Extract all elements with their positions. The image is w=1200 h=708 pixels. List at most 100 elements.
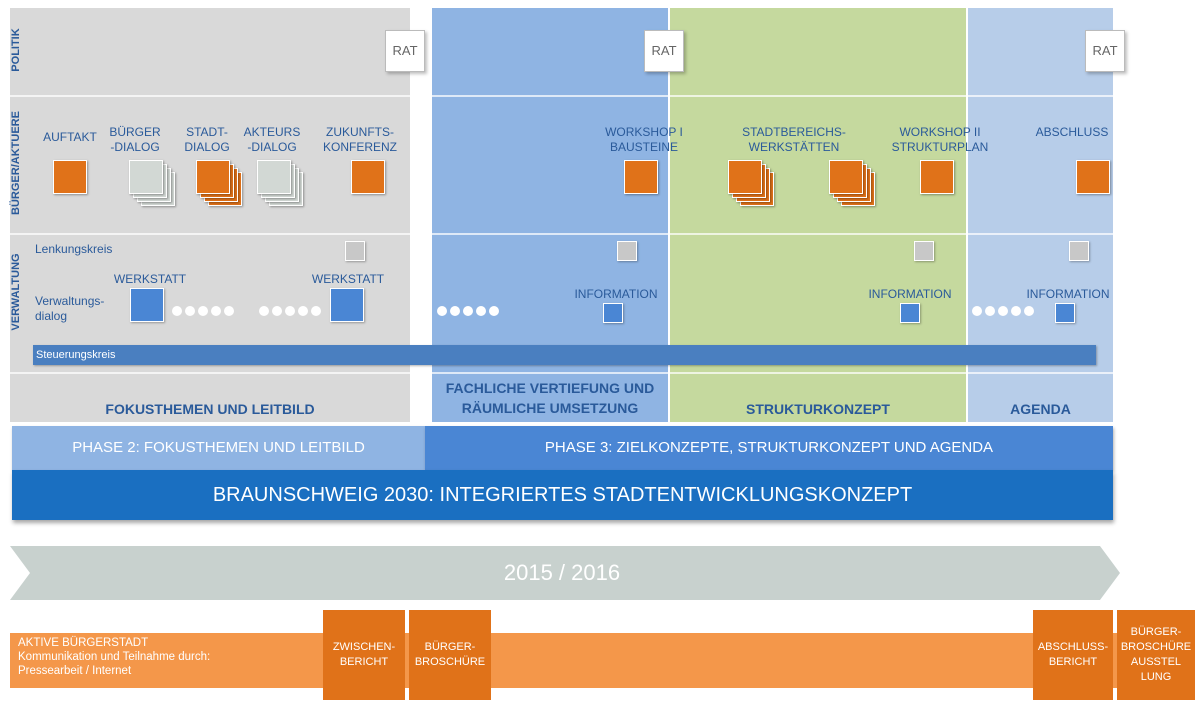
label-line: FACHLICHE VERTIEFUNG UND xyxy=(445,380,655,396)
event-buergerdialog xyxy=(129,160,163,194)
label-line: AKTEURS xyxy=(243,125,301,139)
label-line: AUSSTEL xyxy=(1130,656,1182,668)
label-line: Verwaltungs- xyxy=(35,294,105,308)
label-line: DIALOG xyxy=(184,140,230,154)
label-line: BAUSTEINE xyxy=(609,140,678,154)
label-line: -DIALOG xyxy=(110,140,160,154)
label-line: BÜRGER- xyxy=(424,641,476,653)
label-line: -DIALOG xyxy=(247,140,297,154)
phase3-label: PHASE 3: ZIELKONZEPTE, STRUKTURKONZEPT U… xyxy=(544,439,994,456)
main-title: BRAUNSCHWEIG 2030: INTEGRIERTES STADTENT… xyxy=(212,484,913,506)
label-werkstatt: WERKSTATT xyxy=(113,272,187,286)
label-auftakt: AUFTAKT xyxy=(43,130,97,144)
progress-dot xyxy=(224,306,234,316)
progress-dot xyxy=(198,306,208,316)
progress-dot xyxy=(463,306,473,316)
label-information: INFORMATION xyxy=(1026,287,1110,301)
rat-box: RAT xyxy=(1085,30,1125,72)
phase2-label: PHASE 2: FOKUSTHEMEN UND LEITBILD xyxy=(72,439,365,456)
lenkungskreis-marker xyxy=(914,241,934,261)
box-abschlussbericht: ABSCHLUSS- BERICHT xyxy=(1033,610,1113,700)
row-divider xyxy=(10,233,1113,235)
label-zukunftskonferenz: ZUKUNFTS- KONFERENZ xyxy=(320,125,400,155)
event-workshop2 xyxy=(920,160,954,194)
box-text: BÜRGER- BROSCHÜRE AUSSTEL LUNG xyxy=(1121,625,1191,685)
progress-dot xyxy=(985,306,995,316)
label-information: INFORMATION xyxy=(574,287,658,301)
progress-dot xyxy=(185,306,195,316)
progress-dot xyxy=(298,306,308,316)
label-line: RÄUMLICHE UMSETZUNG xyxy=(461,400,639,416)
progress-dot xyxy=(972,306,982,316)
label-line: WERKSTÄTTEN xyxy=(748,140,840,154)
lenkungskreis-marker xyxy=(345,241,365,261)
label-steuerungskreis: Steuerungskreis xyxy=(36,349,116,361)
row-label-politik: POLITIK xyxy=(10,28,22,72)
row-divider xyxy=(10,95,1113,97)
label-line: STRUKTURPLAN xyxy=(891,140,989,154)
label-line: ABSCHLUSS- xyxy=(1037,641,1109,653)
label-line: STADT- xyxy=(186,125,228,139)
label-line: AKTIVE BÜRGERSTADT xyxy=(18,637,149,649)
timeline-label: 2015 / 2016 xyxy=(503,560,621,585)
main-title-bar: BRAUNSCHWEIG 2030: INTEGRIERTES STADTENT… xyxy=(12,470,1113,520)
event-auftakt xyxy=(53,160,87,194)
progress-dot xyxy=(1024,306,1034,316)
phase-label-fokus: FOKUSTHEMEN UND LEITBILD xyxy=(105,401,315,417)
lenkungskreis-marker xyxy=(617,241,637,261)
lenkungskreis-marker xyxy=(1069,241,1089,261)
label-line: BROSCHÜRE xyxy=(414,656,486,668)
progress-dot xyxy=(1011,306,1021,316)
timeline-arrow-shape xyxy=(10,546,1120,600)
werkstatt-marker xyxy=(130,288,164,322)
label-akteursdialog: AKTEURS -DIALOG xyxy=(237,125,307,155)
label-verwaltungsdialog: Verwaltungs- dialog xyxy=(35,294,104,324)
label-line: Pressearbeit / Internet xyxy=(18,665,132,677)
label-line: BERICHT xyxy=(1048,656,1098,668)
progress-dot xyxy=(489,306,499,316)
event-abschluss xyxy=(1076,160,1110,194)
event-akteursdialog xyxy=(257,160,291,194)
label-information: INFORMATION xyxy=(868,287,952,301)
label-line: STADTBEREICHS- xyxy=(742,125,846,139)
row-label-buerger: BÜRGER/AKTUERE xyxy=(10,111,22,215)
information-marker xyxy=(900,303,920,323)
label-stadtdialog: STADT- DIALOG xyxy=(172,125,242,155)
timeline-arrow xyxy=(10,546,1120,600)
phase-label-fachlich: FACHLICHE VERTIEFUNG UND RÄUMLICHE UMSET… xyxy=(432,378,668,418)
aktive-buergerstadt-bar xyxy=(10,633,1190,688)
progress-dot xyxy=(476,306,486,316)
label-line: dialog xyxy=(35,309,68,323)
phase-label-agenda: AGENDA xyxy=(1010,401,1071,417)
progress-dot xyxy=(259,306,269,316)
box-buergerbroschuere-ausstellung: BÜRGER- BROSCHÜRE AUSSTEL LUNG xyxy=(1117,610,1195,700)
row-label-verwaltung: VERWALTUNG xyxy=(10,253,22,331)
rat-box: RAT xyxy=(644,30,684,72)
label-line: ZWISCHEN- xyxy=(332,641,396,653)
progress-dot xyxy=(450,306,460,316)
phase-label-struktur: STRUKTURKONZEPT xyxy=(746,401,890,417)
label-line: Kommunikation und Teilnahme durch: xyxy=(18,651,211,663)
progress-dot xyxy=(211,306,221,316)
steuerungskreis-bar xyxy=(33,345,1096,365)
label-workshop1: WORKSHOP I BAUSTEINE xyxy=(596,125,692,155)
label-abschluss: ABSCHLUSS xyxy=(1035,125,1109,139)
label-buergerdialog: BÜRGER -DIALOG xyxy=(100,125,170,155)
progress-dot xyxy=(272,306,282,316)
label-line: BROSCHÜRE xyxy=(1120,641,1192,653)
box-text: BÜRGER- BROSCHÜRE xyxy=(415,640,485,670)
label-lenkungskreis: Lenkungskreis xyxy=(35,242,113,256)
box-buergerbroschuere: BÜRGER- BROSCHÜRE xyxy=(409,610,491,700)
progress-dot xyxy=(172,306,182,316)
label-line: WORKSHOP I xyxy=(605,125,683,139)
rat-box: RAT xyxy=(385,30,425,72)
phase3-bar: PHASE 3: ZIELKONZEPTE, STRUKTURKONZEPT U… xyxy=(425,426,1113,470)
aktive-buergerstadt-text: AKTIVE BÜRGERSTADT Kommunikation und Tei… xyxy=(18,636,210,678)
label-line: WORKSHOP II xyxy=(899,125,981,139)
label-line: KONFERENZ xyxy=(322,140,397,154)
label-stadtbereichswerkstaetten: STADTBEREICHS- WERKSTÄTTEN xyxy=(730,125,858,155)
label-werkstatt: WERKSTATT xyxy=(311,272,385,286)
label-line: BÜRGER xyxy=(109,125,161,139)
information-marker xyxy=(1055,303,1075,323)
event-zukunftskonferenz xyxy=(351,160,385,194)
